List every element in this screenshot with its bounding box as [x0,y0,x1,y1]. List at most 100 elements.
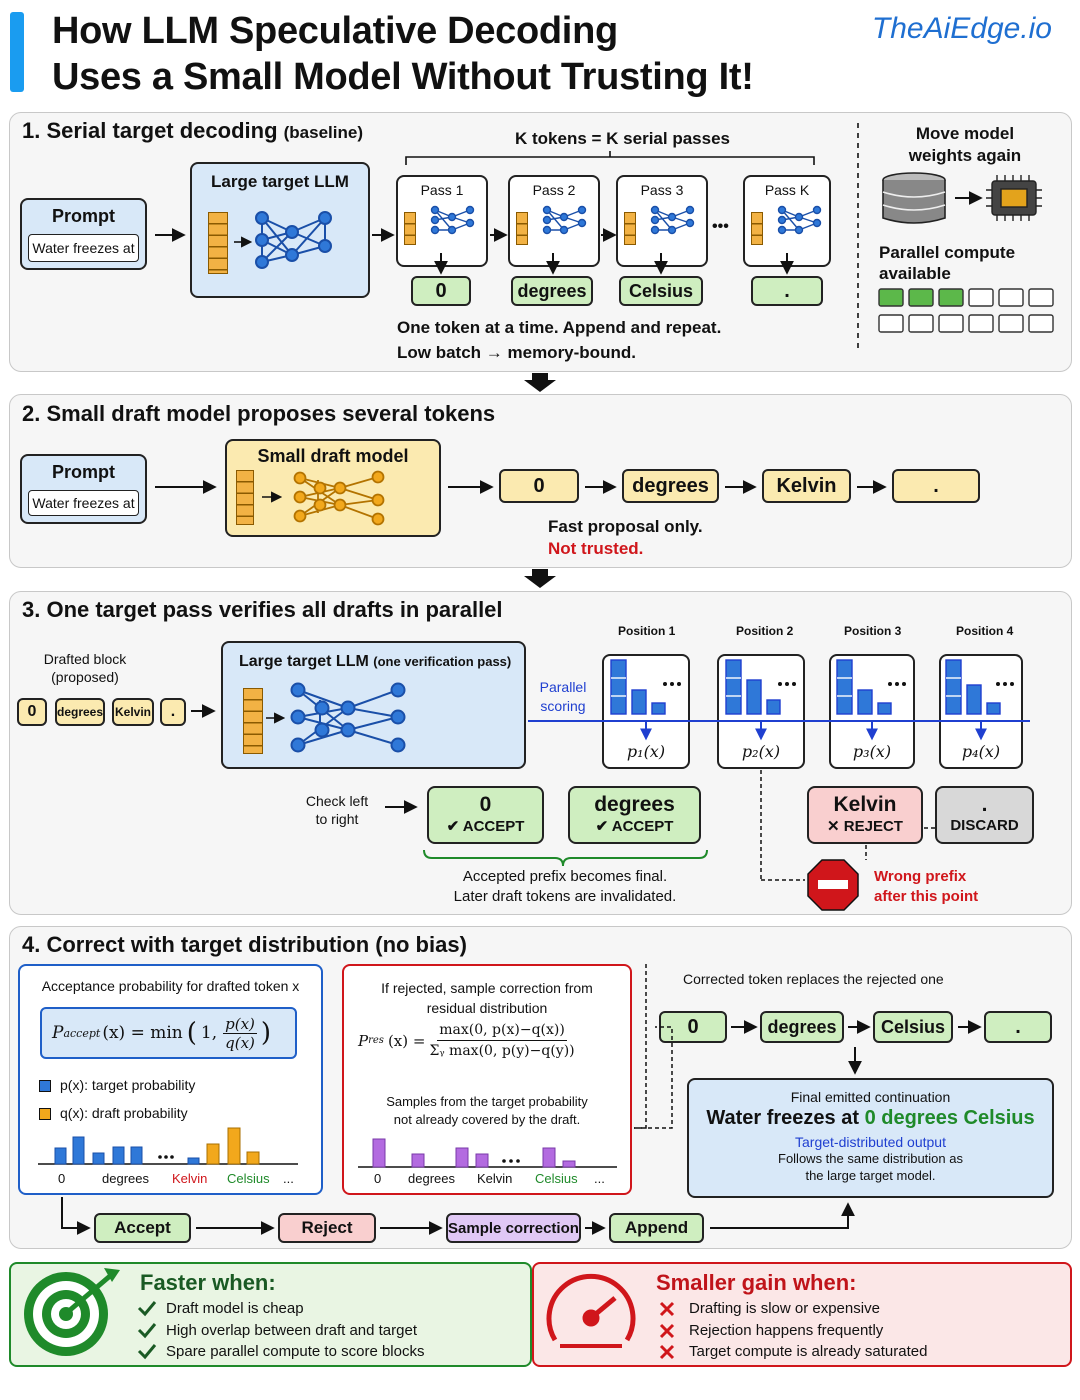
faster-item: Spare parallel compute to score blocks [166,1343,425,1360]
faster-panel [9,1262,532,1367]
verdict-reject: Kelvin ✕ REJECT [807,786,923,844]
speedometer-icon [546,1273,636,1348]
flow-reject: Reject [278,1213,376,1243]
draft-note-1: Fast proposal only. [548,517,703,536]
draft-token: degrees [622,469,719,503]
verify-model-label: Large target LLM (one verification pass) [239,653,512,670]
token-stack-icon [751,212,763,245]
drafted-token: 0 [17,698,47,726]
position-label: Position 1 [618,624,676,638]
smaller-gain-item: Rejection happens frequently [689,1322,884,1339]
check-icons [137,1301,157,1360]
smaller-gain-item: Target compute is already saturated [689,1343,928,1360]
acceptance-title: Acceptance probability for drafted token… [41,978,300,994]
flow-append: Append [609,1213,704,1243]
pass-label: Pass 3 [640,182,684,198]
pass-network-icons [430,205,822,235]
section2-arrows [155,480,887,503]
section3-title: 3. One target pass verifies all drafts i… [22,597,503,622]
position-histograms [610,659,1001,715]
token-stack-icon [404,212,416,245]
axis-label: Celsius [535,1171,578,1186]
k-tokens-label: K tokens = K serial passes [515,129,730,148]
legend-target-swatch [39,1080,51,1092]
serial-token: Celsius [619,276,703,306]
position-label: Position 4 [956,624,1014,638]
verdict-discard: . DISCARD [935,786,1034,844]
axis-label: Celsius [227,1171,270,1186]
section4-arrows [61,1020,982,1235]
drafted-token: degrees [55,698,105,726]
token-stack-icon [243,688,263,754]
prob-label: p₁(x) [626,742,666,761]
draft-note-2: Not trusted. [548,539,644,558]
prompt-label: Prompt [52,206,115,226]
target-network-icon [255,211,332,269]
faster-item: High overlap between draft and target [166,1322,417,1339]
legend-draft-swatch [39,1108,51,1120]
down-arrow-2 [524,569,556,588]
section4-divider [634,964,647,1129]
title-line-2: Uses a Small Model Without Trusting It! [52,56,754,98]
token-stack-icon [208,212,228,274]
section1-title: 1. Serial target decoding (baseline) [22,118,363,143]
verdict-status: ✔ ACCEPT [595,818,674,835]
header-accent-bar [10,12,24,92]
draft-token: Kelvin [762,469,851,503]
prompt-text: Water freezes at [28,490,139,516]
section1-prompt-box: Prompt Water freezes at [20,198,147,270]
smaller-gain-title: Smaller gain when: [656,1270,857,1295]
prob-label: p₄(x) [961,742,1001,761]
corrected-title: Corrected token replaces the rejected on… [683,971,944,987]
position-label: Position 3 [844,624,902,638]
stop-sign-icon [807,859,859,911]
prob-label: p₃(x) [852,742,892,761]
smaller-gain-item: Drafting is slow or expensive [689,1300,880,1317]
serial-token: degrees [511,276,593,306]
verdict-token: Kelvin [833,793,897,816]
pass-label: Pass 2 [532,182,576,198]
axis-label: degrees [408,1171,455,1186]
reject-dashed-lines [760,770,935,881]
serial-note-2: Low batch → memory-bound. [397,343,636,362]
faster-item: Draft model is cheap [166,1300,304,1317]
faster-title: Faster when: [140,1270,276,1295]
final-title: Final emitted continuation [790,1089,951,1105]
section2-prompt-box: Prompt Water freezes at [20,454,147,524]
histogram-ellipses [663,682,1014,686]
residual-bars [358,1138,617,1168]
draft-model-label: Small draft model [257,446,409,466]
flow-accept: Accept [94,1213,191,1243]
serial-token: 0 [411,276,471,306]
pass-label: Pass K [764,182,810,198]
final-subtitle: Target-distributed output [795,1134,946,1150]
database-icon [882,172,946,224]
axis-label: degrees [102,1171,149,1186]
final-sentence: Water freezes at 0 degrees Celsius [706,1107,1035,1129]
token-stack-icon [624,212,636,245]
axis-label: 0 [58,1171,66,1186]
pass-label: Pass 1 [420,182,464,198]
axis-label: 0 [374,1171,382,1186]
accepted-prefix-note: Accepted prefix becomes final.Later draf… [453,868,677,905]
parallel-scoring-line [528,720,1030,741]
smaller-gain-panel [532,1262,1072,1367]
section1-arrows [155,151,983,275]
prob-label: p₂(x) [741,742,781,761]
draft-model-box: Small draft model [225,439,441,537]
section4-title: 4. Correct with target distribution (no … [22,932,467,957]
position-label: Position 2 [736,624,794,638]
serial-token: . [751,276,823,306]
axis-label: Kelvin [477,1171,513,1186]
draft-token: . [892,469,980,503]
legend-draft-label: q(x): draft probability [60,1105,188,1121]
drafted-token: . [160,698,186,726]
